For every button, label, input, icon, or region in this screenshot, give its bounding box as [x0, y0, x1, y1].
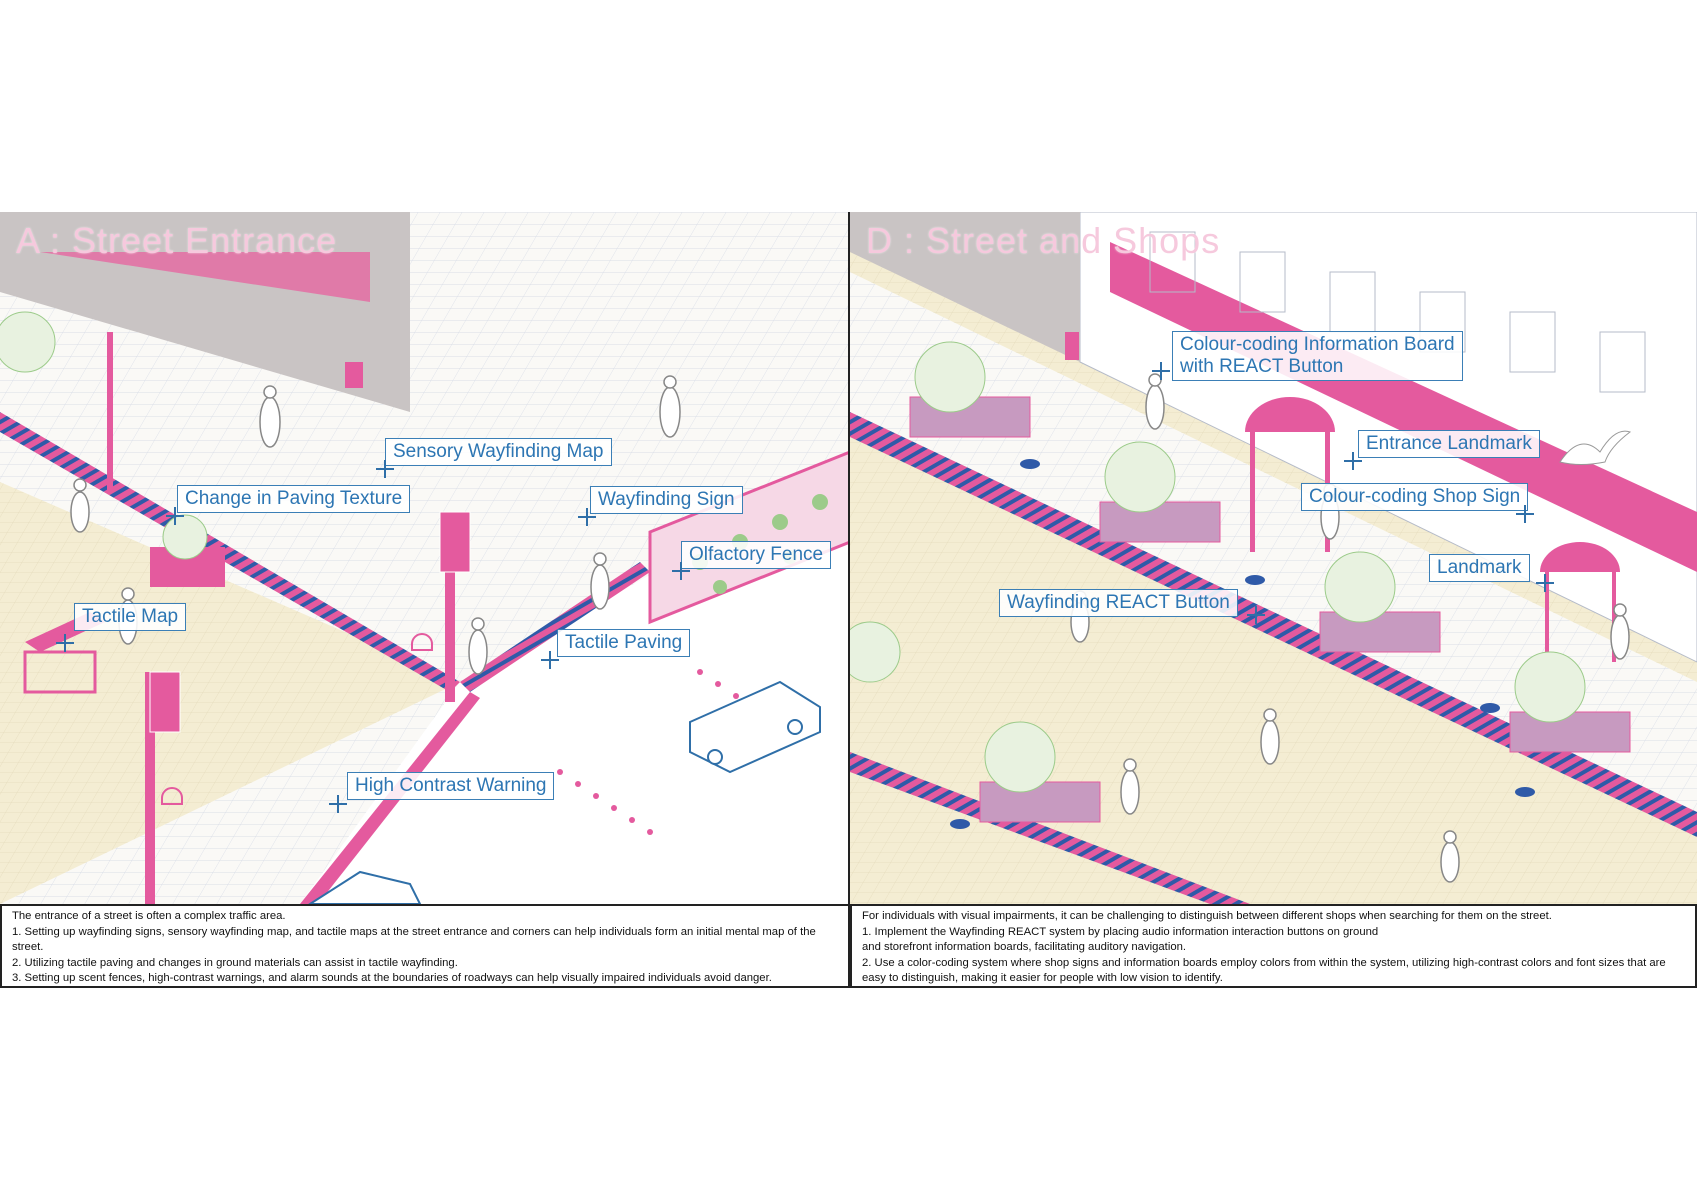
tactile-strip: [0, 412, 460, 692]
description-line: 1. Setting up wayfinding signs, sensory …: [12, 925, 816, 954]
panel-divider: [848, 212, 850, 988]
panel-street-entrance: A : Street Entrance Sensory Wayfinding M…: [0, 212, 850, 904]
street-and-shops-illustration: [850, 212, 1697, 904]
landmark-canopy: [1540, 542, 1620, 572]
entrance-canopy: [1245, 397, 1335, 432]
description-line: 2. Use a color-coding system where shop …: [862, 956, 1666, 985]
callout-wayfinding-sign: Wayfinding Sign: [590, 486, 743, 514]
callout-landmark: Landmark: [1429, 554, 1530, 582]
callout-line: Colour-coding Information Board: [1180, 334, 1455, 355]
description-line: 3. Setting up scent fences, high-contras…: [12, 972, 772, 984]
marker-icon: [672, 562, 690, 580]
car-illustration: [308, 680, 821, 904]
marker-icon: [376, 460, 394, 478]
marker-icon: [56, 634, 74, 652]
alarm-icon: [411, 633, 433, 651]
description-street-and-shops: For individuals with visual impairments,…: [850, 904, 1697, 988]
traffic-light-pole: [445, 522, 455, 702]
description-street-entrance: The entrance of a street is often a comp…: [0, 904, 850, 988]
marker-icon: [541, 651, 559, 669]
callout-change-in-paving: Change in Paving Texture: [177, 485, 411, 513]
description-line: and storefront information boards, facil…: [862, 941, 1187, 953]
marker-icon: [166, 507, 184, 525]
panel-title: A : Street Entrance: [16, 220, 338, 261]
marker-icon: [1152, 362, 1170, 380]
callout-line: with REACT Button: [1180, 356, 1344, 377]
tactile-strip: [850, 412, 1697, 837]
callout-entrance-landmark: Entrance Landmark: [1358, 430, 1540, 458]
marker-icon: [1516, 505, 1534, 523]
marker-icon: [1344, 452, 1362, 470]
marker-icon: [578, 508, 596, 526]
sidewalk: [850, 272, 1697, 812]
panel-title: D : Street and Shops: [866, 220, 1221, 261]
marker-icon: [329, 795, 347, 813]
shop-sign-band: [1110, 242, 1697, 572]
panel-street-and-shops: D : Street and Shops Colour-coding Infor…: [850, 212, 1697, 904]
description-line: The entrance of a street is often a comp…: [12, 910, 286, 922]
facade-band: [40, 252, 370, 302]
callout-colour-coding-information-board: Colour-coding Information Board with REA…: [1172, 331, 1463, 381]
callout-wayfinding-react-button: Wayfinding REACT Button: [999, 589, 1238, 617]
information-board: [1065, 332, 1079, 360]
olfactory-fence: [648, 450, 850, 625]
marker-icon: [1536, 574, 1554, 592]
description-line: 2. Utilizing tactile paving and changes …: [12, 956, 458, 969]
react-buttons: [950, 459, 1535, 829]
callout-tactile-map: Tactile Map: [74, 603, 187, 631]
callout-high-contrast-warning: High Contrast Warning: [347, 772, 555, 800]
callout-tactile-paving: Tactile Paving: [557, 629, 691, 657]
description-line: For individuals with visual impairments,…: [862, 910, 1552, 922]
description-line: 1. Implement the Wayfinding REACT system…: [862, 925, 1379, 938]
callout-sensory-wayfinding-map: Sensory Wayfinding Map: [385, 438, 612, 466]
planters: [850, 341, 1631, 823]
marker-icon: [1247, 606, 1265, 624]
callout-colour-coding-shop-sign: Colour-coding Shop Sign: [1301, 483, 1529, 511]
cream-pavement: [0, 482, 460, 904]
bird-illustration: [1559, 430, 1632, 465]
callout-olfactory-fence: Olfactory Fence: [681, 541, 832, 569]
